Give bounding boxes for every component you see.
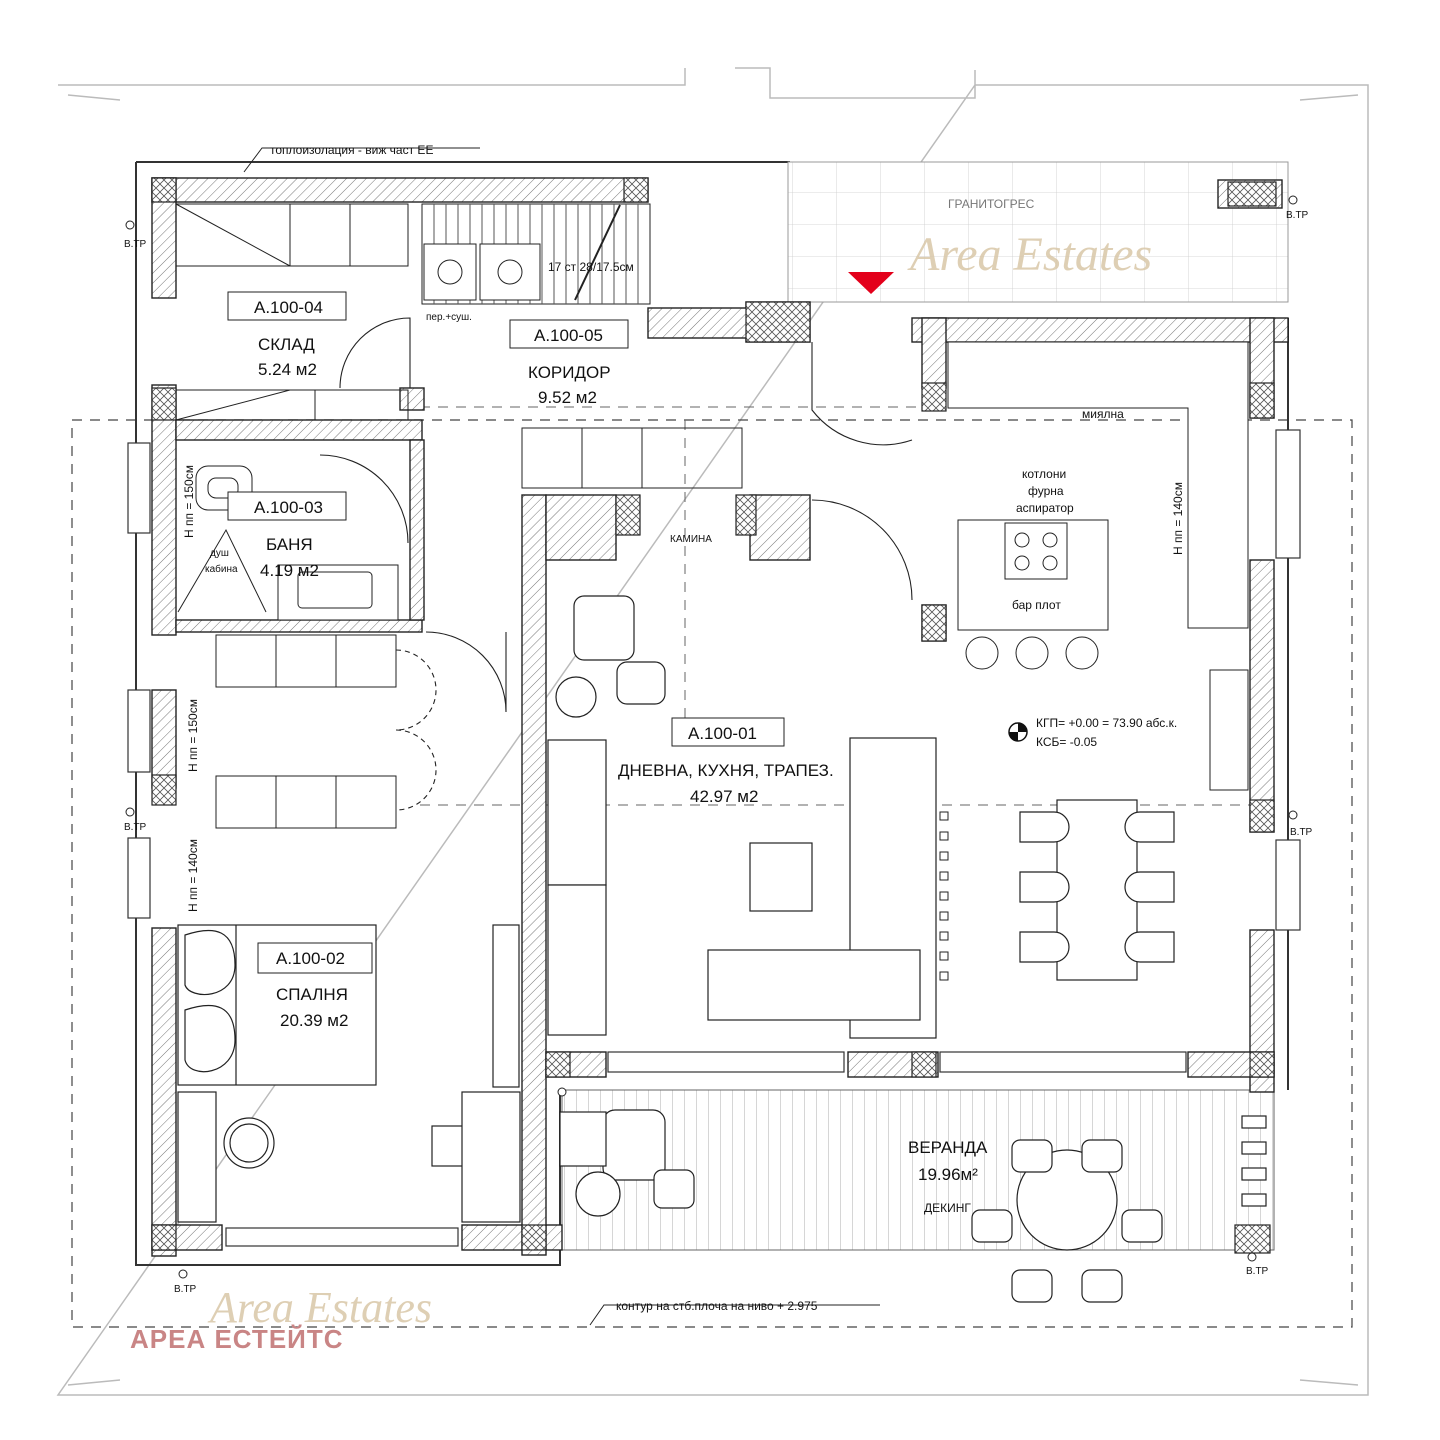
downpipe-markers — [125, 195, 1298, 1279]
windows — [127, 429, 1301, 1247]
hob-note-3: аспиратор — [1016, 501, 1074, 515]
slab-contour-note: контур на стб.плоча на ниво + 2.975 — [616, 1299, 818, 1313]
tiles-note: ГРАНИТОГРЕС — [948, 197, 1035, 211]
downpipe-label-6: В.ТР — [1246, 1266, 1269, 1277]
slab-contour-line — [71, 419, 1353, 1328]
granite-tile-area — [787, 161, 1289, 303]
insulation-note: топлоизолация - виж част ЕЕ — [270, 143, 433, 157]
laundry-note: пер.+суш. — [426, 312, 472, 323]
doors — [319, 317, 913, 811]
room-name-corridor: КОРИДОР — [528, 363, 611, 382]
watermark-logo-bottom: Area Estates — [207, 1283, 432, 1332]
room-code-bedroom: А.100-02 — [276, 949, 345, 968]
room-area-bathroom: 4.19 м2 — [260, 561, 319, 580]
radiator-grille — [939, 811, 949, 981]
bathroom-fixtures — [177, 465, 399, 621]
dining-chairs — [1019, 811, 1175, 963]
room-area-living: 42.97 м2 — [690, 787, 758, 806]
window-sill-bath: Н пп = 150см — [182, 465, 196, 538]
room-code-living: А.100-01 — [688, 724, 757, 743]
hob-note-2: фурна — [1028, 484, 1064, 498]
room-name-living: ДНЕВНА, КУХНЯ, ТРАПЕЗ. — [618, 761, 834, 780]
shower-note-1: душ — [210, 548, 229, 559]
stairs-note: 17 ст 28/17.5см — [548, 260, 634, 274]
shower-note-2: кабина — [205, 563, 238, 575]
downpipe-label-3: В.ТР — [1286, 210, 1309, 221]
room-name-bathroom: БАНЯ — [266, 535, 313, 554]
slab-leader-line — [589, 1304, 880, 1326]
site-outline — [56, 67, 1369, 1396]
window-sill-wardrobe: Н пп = 150см — [186, 699, 200, 772]
hob-note-1: котлони — [1022, 467, 1066, 481]
downpipe-label-1: В.ТР — [124, 239, 147, 250]
room-code-storage: А.100-04 — [254, 298, 323, 317]
stairs — [421, 203, 651, 305]
room-name-bedroom: СПАЛНЯ — [276, 985, 348, 1004]
level-note-1: КГП= +0.00 = 73.90 абс.к. — [1036, 716, 1177, 730]
veranda-finish: ДЕКИНГ — [924, 1201, 971, 1215]
fireplace-note: КАМИНА — [670, 534, 712, 545]
room-code-boxes — [227, 291, 785, 974]
living-furniture — [461, 595, 1138, 1223]
room-area-bedroom: 20.39 м2 — [280, 1011, 348, 1030]
veranda-furniture — [559, 1109, 1267, 1303]
downpipe-label-5: В.ТР — [174, 1284, 197, 1295]
entrance-arrow-icon — [848, 272, 894, 294]
watermark-brand: АРЕА ЕСТЕЙТС — [130, 1324, 344, 1354]
veranda-name: ВЕРАНДА — [908, 1138, 988, 1157]
room-code-corridor: А.100-05 — [534, 326, 603, 345]
room-name-storage: СКЛАД — [258, 335, 315, 354]
storage-shelving — [175, 203, 409, 421]
wardrobes — [215, 427, 743, 829]
veranda-area: 19.96м² — [918, 1165, 978, 1184]
kitchen-counters — [947, 341, 1249, 791]
window-sill-kitchen: Н пп = 140см — [1171, 482, 1185, 555]
room-area-corridor: 9.52 м2 — [538, 388, 597, 407]
downpipe-label-2: В.ТР — [124, 822, 147, 833]
watermark-logo-top: Area Estates — [907, 228, 1152, 281]
downpipe-label-4: В.ТР — [1290, 827, 1313, 838]
level-marker-icon — [1008, 722, 1028, 742]
room-code-bathroom: А.100-03 — [254, 498, 323, 517]
bar-note: бар плот — [1012, 598, 1061, 612]
sink-note: миялна — [1082, 407, 1124, 421]
level-note-2: КСБ= -0.05 — [1036, 735, 1097, 749]
room-area-storage: 5.24 м2 — [258, 360, 317, 379]
insulation-leader-line — [243, 147, 480, 173]
window-sill-bedroom: Н пп = 140см — [186, 839, 200, 912]
